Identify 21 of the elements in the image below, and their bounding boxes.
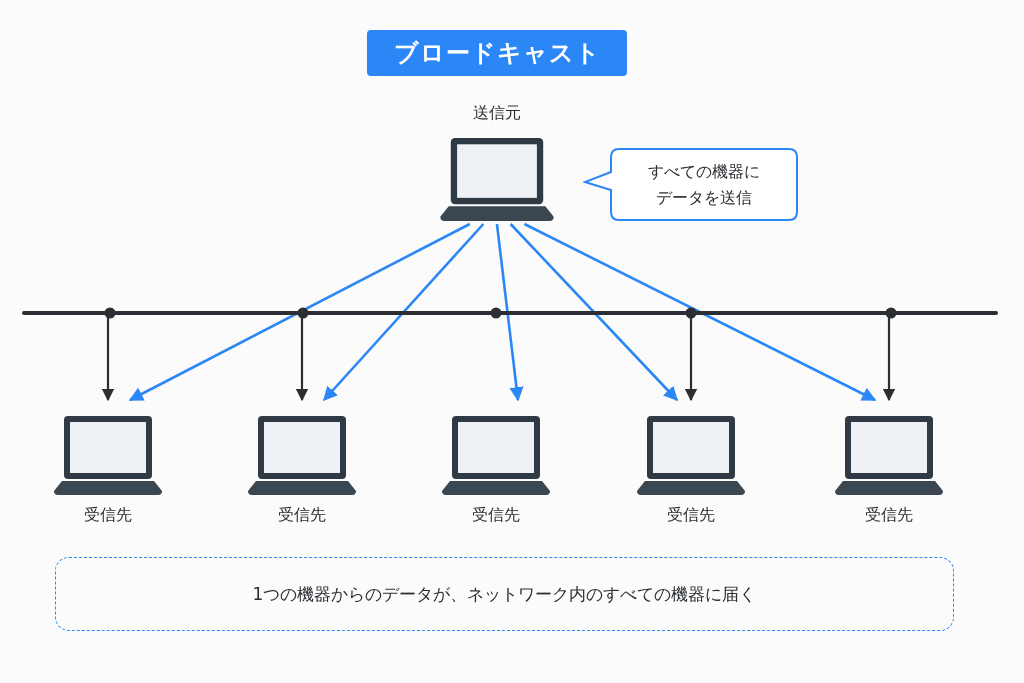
arrow bbox=[101, 315, 115, 402]
speech-bubble bbox=[583, 148, 798, 221]
arrow bbox=[523, 222, 877, 402]
callout-text: すべての機器にデータを送信 bbox=[647, 160, 761, 209]
note-text: 1つの機器からのデータが、ネットワーク内のすべての機器に届く bbox=[252, 582, 757, 606]
node-label: 受信先 bbox=[864, 504, 914, 526]
dashed-note-box bbox=[55, 557, 954, 631]
arrow bbox=[509, 223, 678, 402]
arrow bbox=[128, 222, 471, 402]
arrow bbox=[295, 315, 309, 402]
node-label: 受信先 bbox=[83, 504, 133, 526]
arrow bbox=[882, 315, 896, 402]
title-banner: ブロードキャスト bbox=[367, 30, 627, 76]
node-label: 受信先 bbox=[666, 504, 716, 526]
node-label: 送信元 bbox=[472, 102, 522, 124]
arrow bbox=[323, 223, 485, 402]
arrow bbox=[684, 315, 698, 402]
network-bus-line bbox=[22, 311, 998, 315]
node-label: 受信先 bbox=[277, 504, 327, 526]
arrow bbox=[495, 223, 524, 402]
node-label: 受信先 bbox=[471, 504, 521, 526]
